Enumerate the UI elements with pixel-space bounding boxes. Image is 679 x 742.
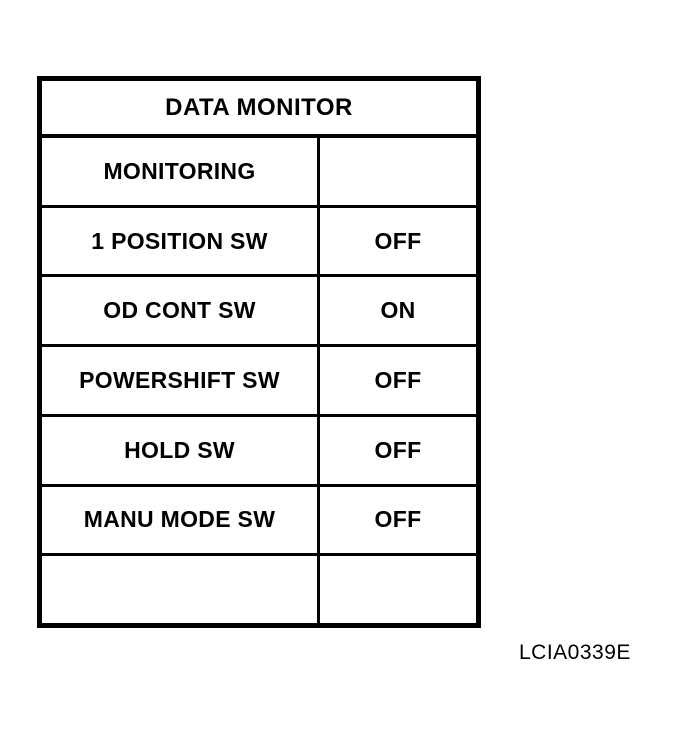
monitor-item-value: OFF: [374, 436, 422, 463]
monitor-item-value: [320, 556, 476, 623]
monitor-item-label: 1 POSITION SW: [42, 207, 320, 275]
table-row: [42, 556, 476, 624]
table-row: POWERSHIFT SW OFF: [42, 347, 476, 417]
figure-caption: LCIA0339E: [519, 641, 631, 664]
table-row: MONITORING: [42, 138, 476, 208]
table-row: MANU MODE SW OFF: [42, 486, 476, 557]
monitor-item-label: MONITORING: [42, 138, 320, 205]
monitor-item-value: ON: [380, 297, 416, 324]
table-row: 1 POSITION SW OFF: [42, 207, 476, 278]
monitor-item-label: OD CONT SW: [42, 277, 320, 345]
table-header-row: DATA MONITOR: [42, 81, 476, 138]
monitor-item-label: [42, 556, 320, 624]
table-row: HOLD SW OFF: [42, 416, 476, 487]
table-title: DATA MONITOR: [165, 93, 353, 121]
table-body: MONITORING 1 POSITION SW OFF OD CONT SW …: [42, 138, 476, 624]
monitor-item-value: OFF: [374, 506, 422, 533]
monitor-item-label: POWERSHIFT SW: [42, 347, 320, 414]
monitor-item-value: OFF: [374, 227, 422, 254]
data-monitor-table: DATA MONITOR MONITORING 1 POSITION SW OF…: [37, 76, 481, 628]
monitor-item-value: OFF: [374, 367, 422, 394]
monitor-item-label: HOLD SW: [42, 416, 320, 484]
monitor-item-label: MANU MODE SW: [42, 486, 320, 554]
table-row: OD CONT SW ON: [42, 277, 476, 348]
monitor-item-value: [320, 138, 476, 205]
